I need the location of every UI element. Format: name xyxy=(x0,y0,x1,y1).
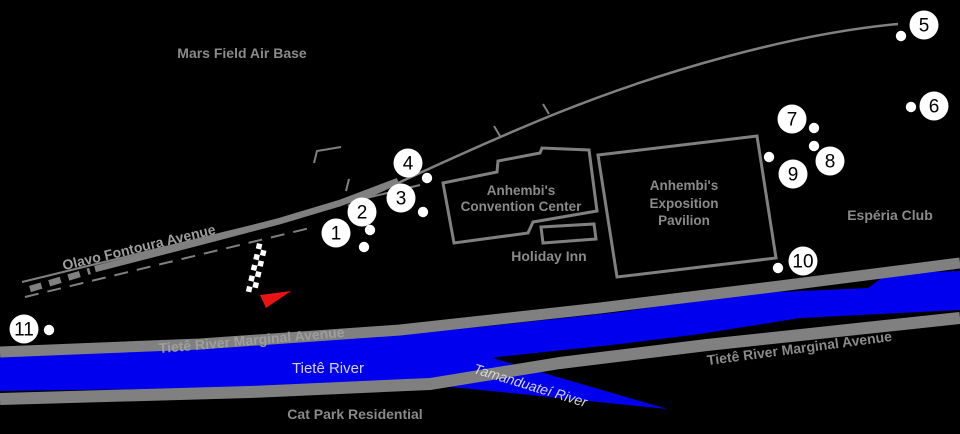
svg-text:8: 8 xyxy=(825,152,836,173)
avenue-track-band-dash xyxy=(29,267,91,293)
turn-marker-4: 4 xyxy=(393,148,433,184)
turn-marker-9: 9 xyxy=(763,151,808,189)
turn-marker-8: 8 xyxy=(808,140,845,176)
chicane-tick-2 xyxy=(542,103,550,115)
exposition-pavilion-outline xyxy=(596,134,778,279)
svg-text:3: 3 xyxy=(396,189,407,210)
marginal-avenue-south-road xyxy=(0,312,960,405)
svg-text:9: 9 xyxy=(788,165,799,186)
holiday-inn-label: Holiday Inn xyxy=(511,248,586,264)
chicane-tick-1 xyxy=(493,125,501,137)
tiete-river-shape xyxy=(0,271,960,391)
turn-marker-2: 2 xyxy=(347,197,377,236)
exposition-pavilion-label-line1: Anhembi's xyxy=(650,178,718,193)
marginal-avenue-north-road xyxy=(0,257,960,358)
svg-text:2: 2 xyxy=(357,203,368,224)
start-finish-line-icon xyxy=(245,243,267,293)
holiday-inn-outline xyxy=(539,222,598,245)
svg-text:10: 10 xyxy=(792,252,813,273)
turn-marker-3: 3 xyxy=(386,183,429,218)
turn-marker-5: 5 xyxy=(895,10,939,42)
convention-center-label-line2: Convention Center xyxy=(461,199,583,214)
turn-marker-11: 11 xyxy=(9,314,55,344)
svg-text:4: 4 xyxy=(403,154,414,175)
esperia-club-label: Espéria Club xyxy=(847,207,933,223)
convention-center-outline xyxy=(441,146,599,245)
start-flag-icon xyxy=(260,291,291,308)
side-street-tick xyxy=(345,178,350,192)
side-street-stub xyxy=(313,146,342,164)
svg-text:5: 5 xyxy=(919,16,930,37)
avenue-track-band xyxy=(94,177,400,273)
avenue-south-edge-line xyxy=(24,227,311,298)
tamanduatei-river-shape xyxy=(412,357,667,409)
turn-marker-1: 1 xyxy=(321,218,370,253)
exposition-pavilion-label-line3: Pavilion xyxy=(658,213,710,228)
svg-text:6: 6 xyxy=(929,97,940,118)
svg-text:7: 7 xyxy=(787,110,798,131)
exposition-pavilion-label-line2: Exposition xyxy=(649,196,718,211)
turn-marker-10: 10 xyxy=(772,246,818,276)
cat-park-label: Cat Park Residential xyxy=(287,406,422,422)
svg-text:11: 11 xyxy=(14,320,34,341)
turn-marker-6: 6 xyxy=(905,91,949,121)
convention-center-label-line1: Anhembi's xyxy=(487,183,555,198)
return-leg-track xyxy=(347,22,899,208)
air-base-label: Mars Field Air Base xyxy=(177,45,307,61)
svg-text:1: 1 xyxy=(331,224,342,245)
tiete-river-label: Tietê River xyxy=(292,360,364,377)
turn-marker-7: 7 xyxy=(777,104,820,134)
